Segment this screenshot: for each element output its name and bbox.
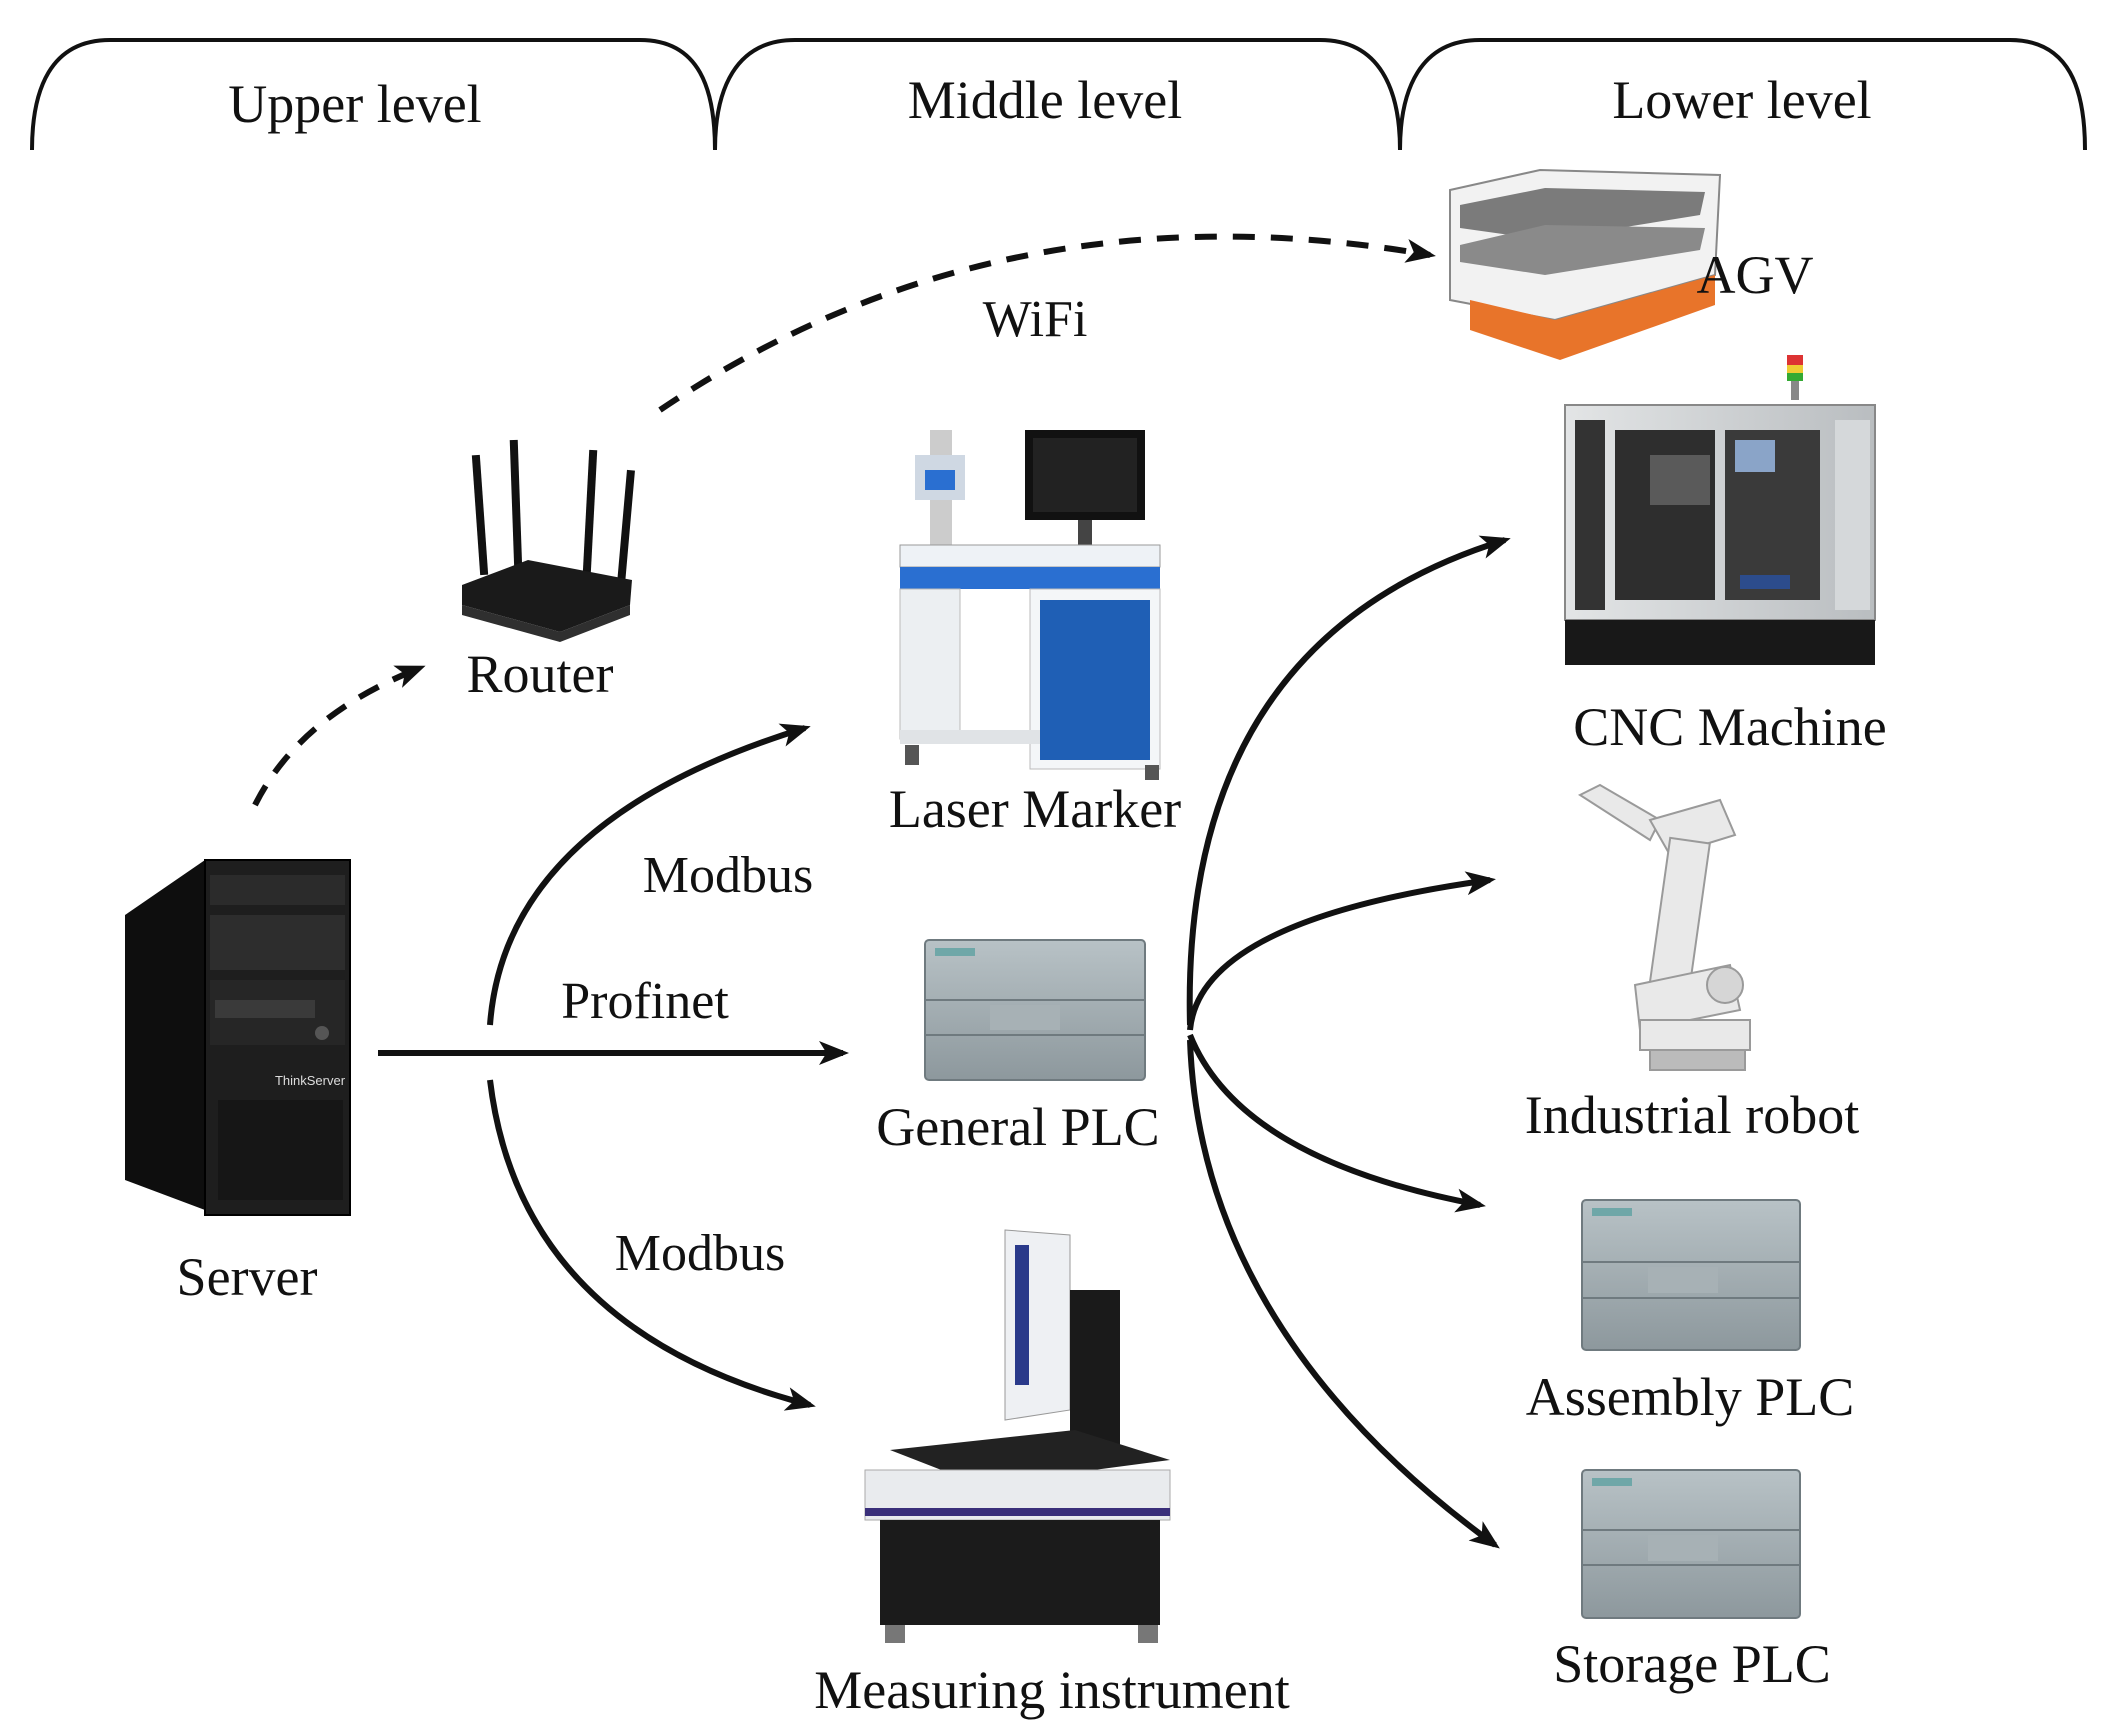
plc-robot-link	[1187, 871, 1496, 1031]
general-plc-icon	[924, 939, 1146, 1081]
modbus-laser-link	[487, 723, 811, 1026]
upper-level-bracket	[30, 38, 717, 151]
wifi-link	[658, 233, 1436, 413]
agv-label: AGV	[1697, 245, 1814, 305]
middle-level-label: Middle level	[908, 70, 1182, 130]
plc-assembly-link	[1187, 1033, 1486, 1213]
server-router-link	[252, 665, 426, 807]
router-icon	[462, 439, 635, 642]
industrial-robot-label: Industrial robot	[1525, 1085, 1859, 1145]
connections	[252, 233, 1511, 1549]
modbus-lower-label: Modbus	[615, 1225, 785, 1282]
plc-storage-link	[1187, 1039, 1500, 1549]
lower-level-label: Lower level	[1612, 70, 1871, 130]
lower-level-bracket	[1398, 38, 2087, 151]
server-icon: ThinkServer	[125, 859, 351, 1216]
wifi-label: WiFi	[983, 291, 1088, 348]
storage-plc-label: Storage PLC	[1553, 1634, 1831, 1694]
svg-text:ThinkServer: ThinkServer	[275, 1073, 346, 1088]
general-plc-label: General PLC	[876, 1097, 1159, 1157]
assembly-plc-label: Assembly PLC	[1526, 1367, 1855, 1427]
router-label: Router	[467, 644, 614, 704]
profinet-label: Profinet	[561, 973, 729, 1030]
storage-plc-icon	[1581, 1469, 1801, 1619]
modbus-upper-label: Modbus	[643, 847, 813, 904]
measuring-instrument-label: Measuring instrument	[814, 1660, 1289, 1720]
agv-icon	[1449, 168, 1722, 360]
server-label: Server	[177, 1247, 318, 1307]
laser-marker-label: Laser Marker	[889, 779, 1181, 839]
level-brackets: Upper level Middle level Lower level	[30, 38, 2087, 151]
cnc-machine-label: CNC Machine	[1573, 697, 1886, 757]
middle-level-bracket	[713, 38, 1402, 151]
upper-level-label: Upper level	[228, 74, 481, 134]
cnc-machine-icon	[1564, 355, 1876, 665]
plc-cnc-link	[1186, 535, 1511, 1026]
industrial-robot-icon	[1577, 783, 1751, 1071]
measuring-instrument-icon	[864, 1229, 1171, 1643]
modbus-measuring-link	[487, 1079, 816, 1411]
assembly-plc-icon	[1581, 1199, 1801, 1351]
laser-marker-icon	[899, 430, 1161, 780]
